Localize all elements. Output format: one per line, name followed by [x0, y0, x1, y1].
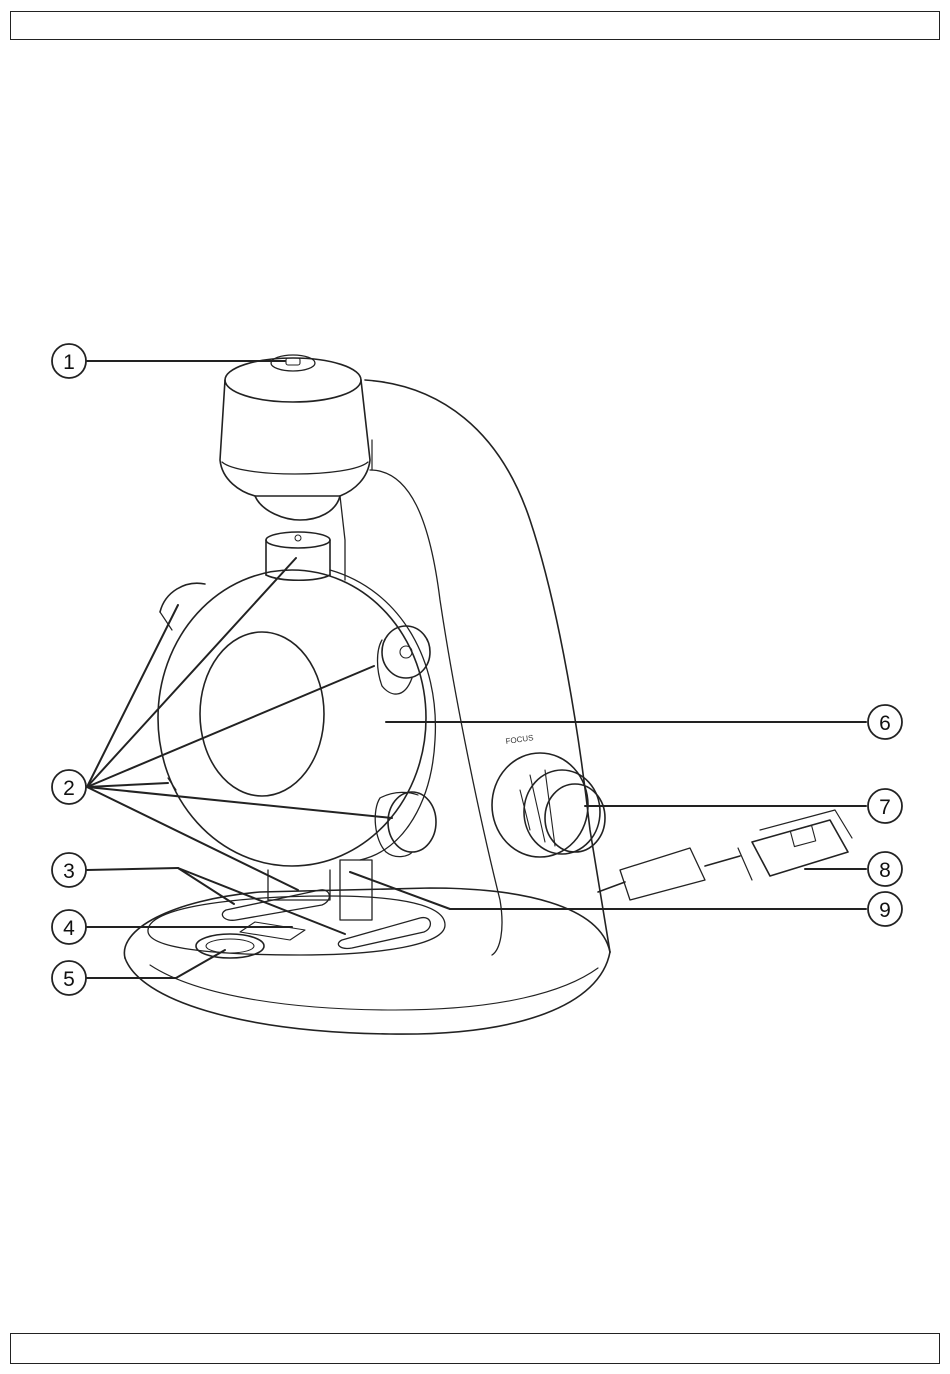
camera-head: [220, 355, 370, 580]
callout-number: 3: [63, 860, 75, 883]
callout-8: 8: [868, 852, 902, 886]
callout-9: 9: [868, 892, 902, 926]
callout-3: 3: [52, 853, 86, 887]
specimen-area: [240, 922, 305, 940]
callout-number: 9: [879, 899, 891, 922]
callout-number: 7: [879, 796, 891, 819]
callout-number: 2: [63, 777, 75, 800]
callout-1: 1: [52, 344, 86, 378]
callout-2: 2: [52, 770, 86, 804]
usb-cable: [598, 810, 852, 900]
callout-number: 5: [63, 968, 75, 991]
callout-number: 4: [63, 917, 75, 940]
leader-lines: [87, 361, 866, 978]
callout-4: 4: [52, 910, 86, 944]
callout-number: 1: [63, 351, 75, 374]
callout-5: 5: [52, 961, 86, 995]
power-button[interactable]: [196, 934, 264, 958]
lens-turret: [158, 570, 435, 866]
callout-number: 8: [879, 859, 891, 882]
callout-7: 7: [868, 789, 902, 823]
focus-label: FOCUS: [505, 733, 534, 746]
callout-6: 6: [868, 705, 902, 739]
snapshot-button-icon[interactable]: [286, 358, 300, 365]
callout-number: 6: [879, 712, 891, 735]
microscope-arm: [365, 380, 610, 955]
